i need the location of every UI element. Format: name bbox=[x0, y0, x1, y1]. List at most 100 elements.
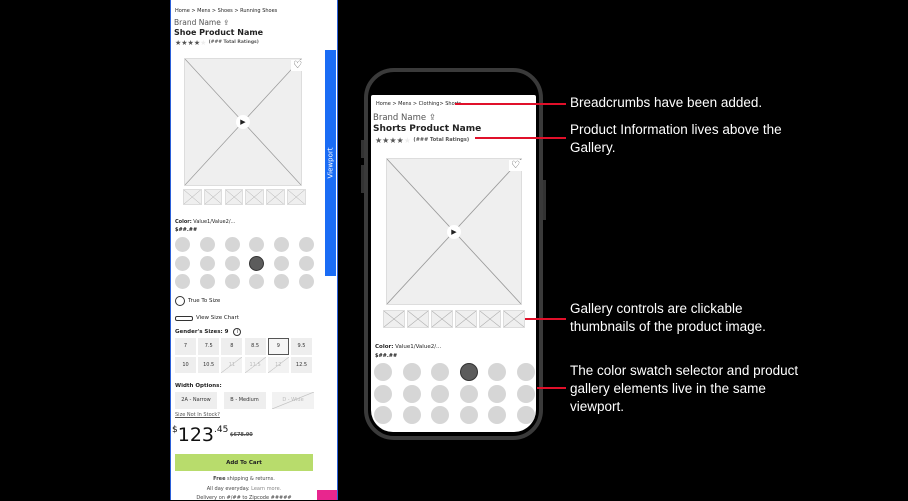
phone-swatch-price: $##.## bbox=[375, 353, 398, 359]
size-not-in-stock-link[interactable]: Size Not In Stock? bbox=[175, 412, 220, 418]
annotation-line bbox=[537, 387, 566, 389]
width-label: Width Options: bbox=[175, 383, 222, 389]
dynamic-island bbox=[430, 76, 478, 90]
favorite-heart-icon[interactable]: ♡ bbox=[291, 60, 304, 71]
color-swatch[interactable] bbox=[402, 406, 421, 424]
color-swatch[interactable] bbox=[249, 255, 265, 271]
breadcrumb[interactable]: Home > Mens > Shoes > Running Shoes bbox=[175, 8, 278, 14]
color-swatch[interactable] bbox=[488, 384, 507, 403]
color-swatch[interactable] bbox=[459, 384, 478, 403]
play-video-icon[interactable]: ▶ bbox=[236, 115, 250, 129]
size-option[interactable]: 9 bbox=[267, 338, 289, 355]
brand-name[interactable]: Brand Name ⇪ bbox=[174, 18, 230, 27]
rating-count[interactable]: (### Total Ratings) bbox=[208, 40, 259, 45]
phone-star-rating[interactable]: ★★★★★ (### Total Ratings) bbox=[375, 136, 469, 145]
gallery-thumbnail[interactable] bbox=[224, 189, 244, 205]
size-option[interactable]: 9.5 bbox=[291, 338, 312, 355]
color-swatch[interactable] bbox=[374, 384, 392, 403]
color-swatch[interactable] bbox=[175, 274, 190, 290]
gallery-thumbnail[interactable] bbox=[383, 310, 405, 328]
color-swatch[interactable] bbox=[299, 255, 314, 271]
phone-color-label: Color: Value1/Value2/... bbox=[375, 344, 442, 350]
phone-breadcrumb[interactable]: Home > Mens > Clothing> Shorts bbox=[376, 101, 462, 107]
share-icon[interactable]: ⇪ bbox=[428, 113, 436, 123]
color-swatch[interactable] bbox=[374, 406, 392, 424]
color-swatch[interactable] bbox=[175, 237, 190, 252]
color-swatch[interactable] bbox=[517, 406, 535, 424]
size-option[interactable]: 11.5 bbox=[244, 356, 266, 374]
color-swatch[interactable] bbox=[459, 406, 478, 424]
size-option[interactable]: 12 bbox=[267, 356, 289, 374]
brand-link[interactable]: Brand Name bbox=[174, 18, 221, 27]
size-option[interactable]: 8.5 bbox=[244, 338, 266, 355]
annotation-line bbox=[475, 137, 566, 139]
width-option[interactable]: D - Wide bbox=[272, 392, 314, 409]
color-swatch[interactable] bbox=[488, 363, 507, 381]
color-swatch[interactable] bbox=[402, 384, 421, 403]
size-option[interactable]: 12.5 bbox=[291, 356, 312, 374]
annotation-line bbox=[525, 318, 566, 320]
color-swatch[interactable] bbox=[402, 363, 421, 381]
color-swatch[interactable] bbox=[249, 237, 265, 252]
star-rating[interactable]: ★★★★★ (### Total Ratings) bbox=[175, 39, 259, 47]
rating-count[interactable]: (### Total Ratings) bbox=[413, 137, 470, 143]
color-swatch[interactable] bbox=[517, 384, 535, 403]
color-swatch[interactable] bbox=[175, 255, 190, 271]
color-swatch[interactable] bbox=[224, 255, 240, 271]
size-option[interactable]: 10.5 bbox=[198, 356, 220, 374]
gallery-thumbnail[interactable] bbox=[407, 310, 429, 328]
gallery-thumbnail[interactable] bbox=[431, 310, 453, 328]
color-swatch[interactable] bbox=[224, 274, 240, 290]
gallery-thumbnail[interactable] bbox=[287, 189, 306, 205]
size-option[interactable]: 8 bbox=[221, 338, 243, 355]
color-swatch[interactable] bbox=[488, 406, 507, 424]
add-to-cart-button[interactable]: Add To Cart bbox=[175, 454, 313, 471]
size-option[interactable]: 7 bbox=[175, 338, 196, 355]
share-icon[interactable]: ⇪ bbox=[223, 18, 230, 27]
play-video-icon[interactable]: ▶ bbox=[447, 225, 461, 239]
favorite-heart-icon[interactable]: ♡ bbox=[509, 160, 522, 171]
color-swatch[interactable] bbox=[431, 363, 450, 381]
color-swatch[interactable] bbox=[199, 255, 215, 271]
annotation-breadcrumbs: Breadcrumbs have been added. bbox=[570, 95, 763, 110]
size-option[interactable]: 10 bbox=[175, 356, 196, 374]
size-option[interactable]: 11 bbox=[221, 356, 243, 374]
color-swatch[interactable] bbox=[459, 363, 478, 381]
color-swatch[interactable] bbox=[199, 274, 215, 290]
info-icon[interactable]: i bbox=[233, 328, 242, 336]
true-to-size[interactable]: True To Size bbox=[175, 296, 220, 306]
product-title: Shoe Product Name bbox=[174, 28, 264, 37]
color-swatch[interactable] bbox=[274, 237, 290, 252]
gallery-thumbnail[interactable] bbox=[455, 310, 477, 328]
color-swatch[interactable] bbox=[374, 363, 392, 381]
color-swatch[interactable] bbox=[431, 384, 450, 403]
gallery-thumbnail[interactable] bbox=[183, 189, 202, 205]
gallery-thumbnail[interactable] bbox=[479, 310, 501, 328]
color-swatch[interactable] bbox=[299, 274, 314, 290]
color-swatch[interactable] bbox=[224, 237, 240, 252]
color-swatch[interactable] bbox=[517, 363, 535, 381]
gallery-thumbnail[interactable] bbox=[245, 189, 264, 205]
pink-marker bbox=[317, 490, 337, 500]
color-swatch[interactable] bbox=[274, 274, 290, 290]
color-swatch[interactable] bbox=[299, 237, 314, 252]
color-swatch[interactable] bbox=[249, 274, 265, 290]
width-option[interactable]: B - Medium bbox=[223, 392, 266, 409]
gallery-thumbnail[interactable] bbox=[266, 189, 285, 205]
phone-brand-name[interactable]: Brand Name ⇪ bbox=[373, 113, 436, 123]
size-option[interactable]: 7.5 bbox=[198, 338, 220, 355]
gallery-thumbnail[interactable] bbox=[503, 310, 525, 328]
width-option[interactable]: 2A - Narrow bbox=[175, 392, 217, 409]
star-empty-icon: ★ bbox=[403, 136, 411, 145]
gallery-thumbnail[interactable] bbox=[203, 189, 223, 205]
all-day-info: All day everyday. Learn more. bbox=[206, 486, 282, 492]
learn-more-link[interactable]: Learn more. bbox=[251, 486, 282, 492]
view-size-chart-link[interactable]: View Size Chart bbox=[175, 315, 239, 321]
color-swatch[interactable] bbox=[199, 237, 215, 252]
color-swatch[interactable] bbox=[431, 406, 450, 424]
color-swatch[interactable] bbox=[274, 255, 290, 271]
viewport-label: Viewport bbox=[326, 147, 335, 179]
delivery-info: Delivery on #/## to Zipcode ##### bbox=[196, 495, 292, 501]
viewport-marker: Viewport bbox=[325, 50, 336, 276]
